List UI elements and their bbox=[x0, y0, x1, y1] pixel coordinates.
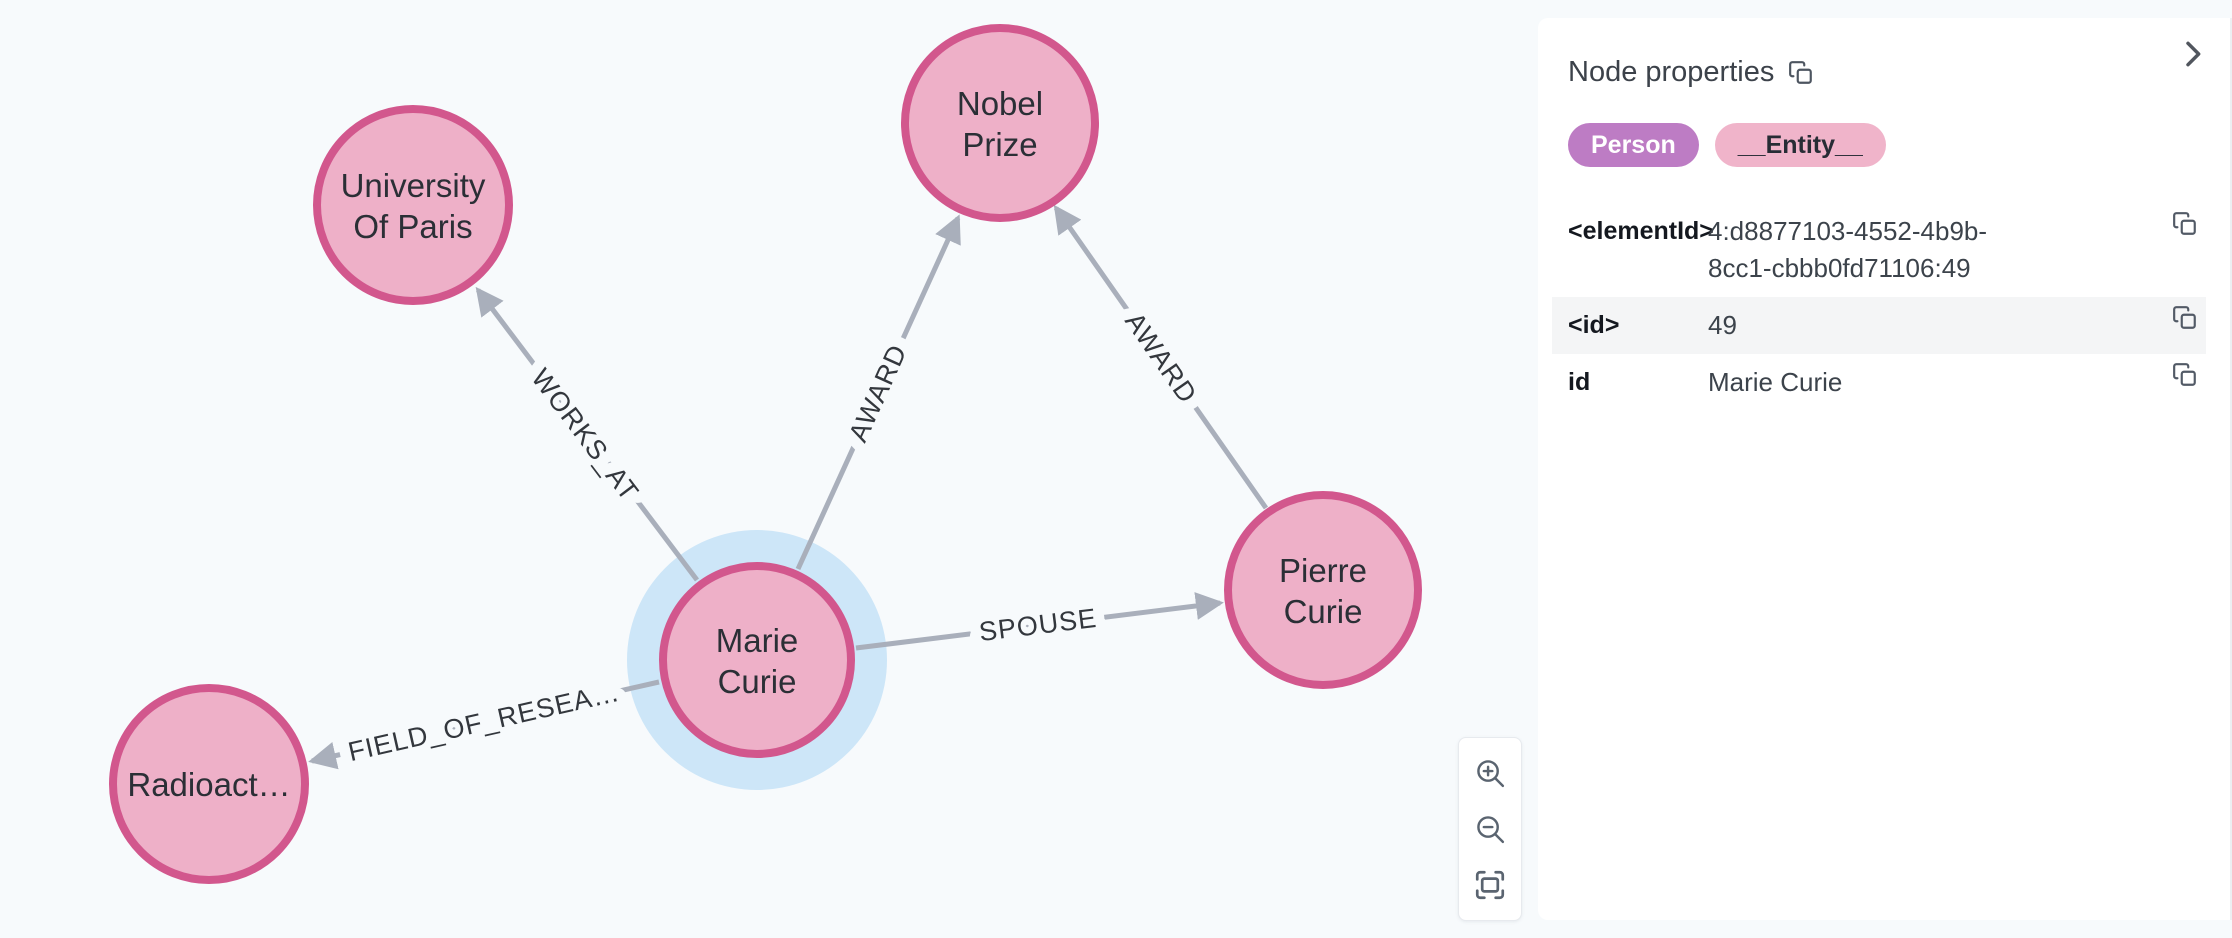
property-row-id-internal: <id> 49 bbox=[1552, 297, 2206, 354]
edge-label[interactable]: AWARD bbox=[832, 329, 924, 458]
fit-to-screen-icon bbox=[1475, 870, 1505, 900]
copy-property-button[interactable] bbox=[2172, 305, 2198, 331]
copy-property-button[interactable] bbox=[2172, 211, 2198, 237]
fit-to-screen-button[interactable] bbox=[1471, 866, 1509, 904]
copy-icon bbox=[2173, 363, 2196, 386]
node-nobel-prize[interactable]: Nobel Prize bbox=[901, 24, 1099, 222]
node-label: Radioact… bbox=[127, 766, 290, 803]
node-label: Prize bbox=[962, 126, 1037, 163]
property-row-elementid: <elementId> 4:d8877103-4552-4b9b-8cc1-cb… bbox=[1552, 203, 2206, 297]
edge-award-marie-curie[interactable]: AWARD bbox=[795, 214, 961, 571]
magnifier-plus-icon bbox=[1477, 760, 1505, 788]
property-key: <id> bbox=[1568, 311, 1620, 339]
edge-award-pierre-curie[interactable]: AWARD bbox=[1053, 204, 1269, 510]
copy-icon bbox=[2173, 212, 2196, 235]
canvas-zoom-toolbar bbox=[1458, 737, 1522, 921]
node-marie-curie[interactable]: Marie Curie bbox=[659, 562, 855, 758]
property-key: id bbox=[1568, 368, 1591, 396]
properties-table: <elementId> 4:d8877103-4552-4b9b-8cc1-cb… bbox=[1552, 203, 2206, 411]
edge-field-of-research[interactable]: FIELD_OF_RESEA… bbox=[308, 666, 660, 778]
node-properties-panel: Node properties Person __Entity__ <eleme… bbox=[1538, 18, 2232, 920]
zoom-out-button[interactable] bbox=[1471, 810, 1509, 848]
edge-label[interactable]: WORKS_AT bbox=[515, 352, 656, 518]
property-value: 4:d8877103-4552-4b9b-8cc1-cbbb0fd71106:4… bbox=[1708, 216, 1988, 283]
copy-property-button[interactable] bbox=[2172, 362, 2198, 388]
node-label: Curie bbox=[718, 663, 797, 700]
edge-works-at[interactable]: WORKS_AT bbox=[475, 286, 699, 582]
edge-label[interactable]: AWARD bbox=[1108, 296, 1214, 420]
node-label: Nobel bbox=[957, 85, 1043, 122]
property-value: Marie Curie bbox=[1708, 367, 1843, 397]
magnifier-minus-icon bbox=[1477, 816, 1505, 844]
copy-all-properties-button[interactable] bbox=[1788, 60, 1814, 86]
zoom-in-button[interactable] bbox=[1471, 754, 1509, 792]
node-label: Pierre bbox=[1279, 552, 1367, 589]
node-university-of-paris[interactable]: University Of Paris bbox=[313, 105, 513, 305]
edge-label[interactable]: FIELD_OF_RESEA… bbox=[334, 666, 633, 778]
copy-icon bbox=[2173, 306, 2196, 329]
node-label: University bbox=[341, 167, 486, 204]
node-pierre-curie[interactable]: Pierre Curie bbox=[1224, 491, 1422, 689]
label-badge-person: Person bbox=[1568, 123, 1699, 167]
node-label: Of Paris bbox=[353, 208, 472, 245]
property-value: 49 bbox=[1708, 310, 1737, 340]
edge-label[interactable]: SPOUSE bbox=[966, 592, 1109, 658]
property-key: <elementId> bbox=[1568, 217, 1714, 245]
copy-icon bbox=[1789, 60, 1813, 84]
graph-canvas[interactable]: WORKS_AT AWARD AWARD SPOUSE FIELD_OF_RES… bbox=[0, 0, 1540, 938]
panel-title: Node properties bbox=[1568, 56, 1775, 88]
property-row-id: id Marie Curie bbox=[1552, 354, 2206, 411]
node-label-badges: Person __Entity__ bbox=[1568, 123, 2206, 167]
node-radioactivity[interactable]: Radioact… bbox=[109, 684, 309, 884]
collapse-panel-button[interactable] bbox=[2176, 38, 2208, 70]
label-badge-entity: __Entity__ bbox=[1714, 123, 1886, 167]
edge-spouse[interactable]: SPOUSE bbox=[855, 592, 1224, 658]
node-label: Marie bbox=[716, 622, 799, 659]
node-label: Curie bbox=[1284, 593, 1363, 630]
chevron-right-icon bbox=[2186, 41, 2201, 67]
